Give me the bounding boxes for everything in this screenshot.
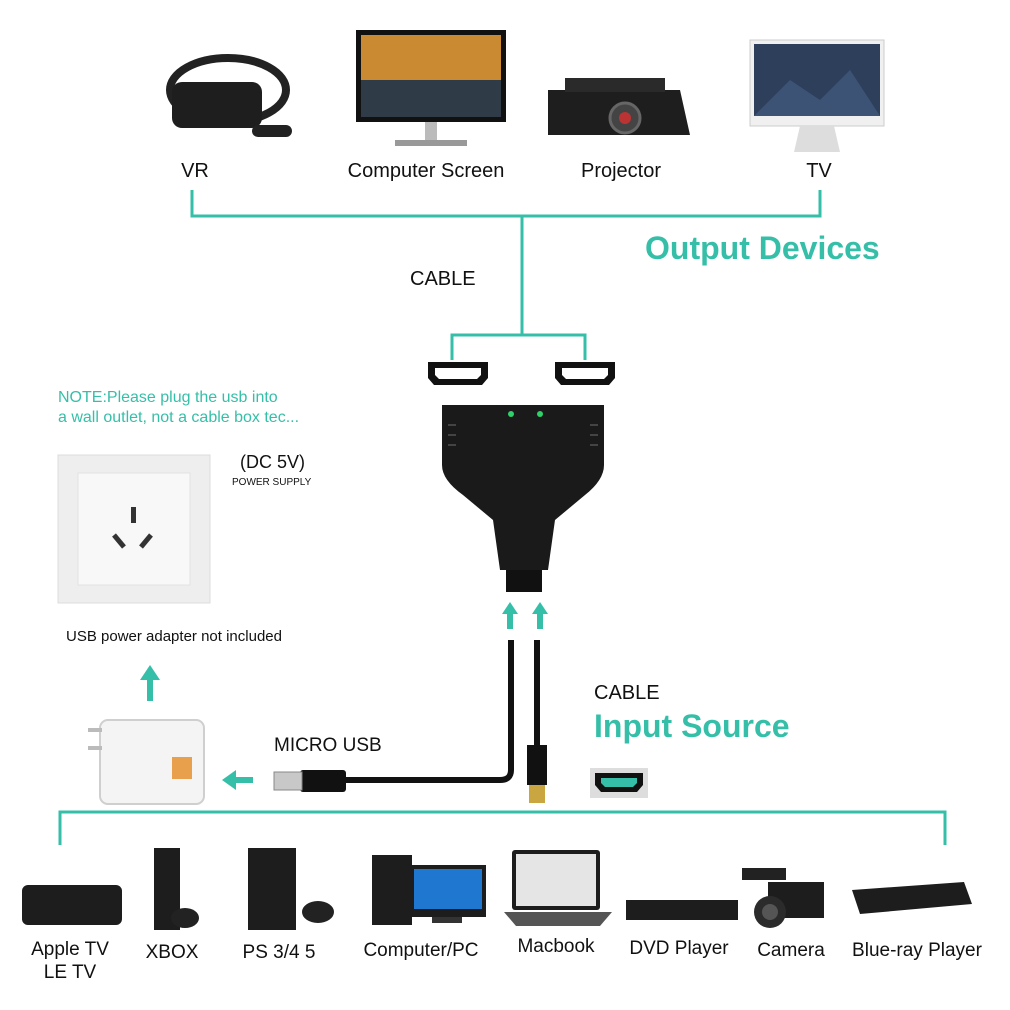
device-label-xbox: XBOX (145, 942, 199, 963)
adapter-note: USB power adapter not included (66, 628, 282, 645)
power-supply-label: POWER SUPPLY (232, 477, 312, 488)
xbox-icon (154, 848, 199, 930)
playstation-icon (248, 848, 334, 930)
device-label-apple-tv: Apple TV LE TV (22, 938, 118, 984)
device-label-macbook: Macbook (517, 936, 595, 957)
device-label-projector: Projector (580, 160, 662, 182)
dc-label: (DC 5V) (240, 452, 306, 472)
device-label-apple-tv-line1: Apple TV (31, 939, 109, 960)
device-label-vr: VR (181, 160, 209, 182)
input-source-title: Input Source (594, 708, 790, 744)
device-label-ps: PS 3/4 5 (242, 942, 316, 963)
usb-cable (340, 640, 514, 783)
desktop-pc-icon (372, 855, 486, 925)
usb-plug-icon (273, 770, 346, 792)
hdmi-input-port-icon (590, 768, 648, 798)
device-label-camera: Camera (757, 940, 825, 961)
output-cable-label: CABLE (410, 268, 476, 290)
bluray-player-icon (852, 882, 972, 914)
output-devices-title: Output Devices (645, 230, 880, 266)
input-cable-label: CABLE (594, 682, 660, 704)
device-label-apple-tv-line2: LE TV (43, 962, 97, 983)
dvd-player-icon (626, 900, 738, 920)
usb-power-adapter-icon (88, 719, 205, 805)
input-bracket (58, 810, 947, 845)
device-label-bluray-player: Blue-ray Player (852, 940, 982, 961)
wall-outlet-icon (57, 454, 211, 604)
note-line-1: NOTE:Please plug the usb into (58, 389, 278, 406)
output-bracket (190, 190, 822, 360)
laptop-icon (504, 850, 612, 926)
projector-icon (548, 78, 690, 135)
note-line-2: a wall outlet, not a cable box tec... (58, 409, 300, 426)
arrow-left-icon (222, 770, 253, 790)
arrow-up-icon (502, 602, 548, 629)
micro-usb-label: MICRO USB (274, 735, 382, 756)
video-camera-icon (742, 868, 824, 928)
hdmi-port-left-icon (428, 362, 488, 385)
device-label-computer-pc: Computer/PC (363, 940, 479, 961)
apple-tv-icon (22, 885, 122, 925)
vr-headset-icon (166, 54, 292, 137)
hdmi-port-right-icon (555, 362, 615, 385)
hdmi-plug-icon (527, 745, 547, 803)
device-label-computer-screen: Computer Screen (347, 160, 505, 182)
monitor-icon (356, 30, 506, 146)
arrow-up-adapter-icon (140, 665, 160, 701)
device-label-tv: TV (806, 160, 832, 182)
splitter-body-icon (442, 405, 604, 592)
tv-icon (749, 39, 885, 152)
device-label-dvd-player: DVD Player (629, 938, 729, 959)
